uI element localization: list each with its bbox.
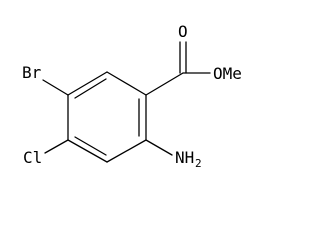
chlorine-substituent: Cl bbox=[23, 139, 69, 167]
ring-bond-c6-c1 bbox=[106, 71, 147, 96]
carbonyl-oxygen-label: O bbox=[178, 22, 188, 41]
ring-inner-double-bond bbox=[74, 78, 107, 99]
bond-ring-carbonyl bbox=[145, 72, 184, 96]
bromine-label: Br bbox=[22, 63, 42, 82]
ring-bond-c3-c4 bbox=[67, 139, 108, 163]
bromine-substituent: Br bbox=[22, 63, 69, 96]
ring-bond-c2-c3 bbox=[106, 139, 147, 163]
benzene-ring bbox=[67, 71, 147, 163]
chlorine-label: Cl bbox=[23, 148, 42, 167]
bond-ring-chlorine bbox=[44, 139, 69, 154]
ring-bond-c5-c6 bbox=[67, 71, 108, 96]
amino-subscript-label: 2 bbox=[195, 157, 202, 170]
amino-nh-label: NH bbox=[175, 148, 194, 167]
bond-ring-amino bbox=[145, 139, 173, 156]
ester-ome-label: OMe bbox=[213, 64, 242, 83]
ring-inner-double-bond bbox=[74, 136, 107, 156]
bond-ring-bromine bbox=[42, 79, 69, 96]
amino-substituent: NH 2 bbox=[145, 139, 202, 170]
ester-group: O OMe bbox=[145, 22, 242, 96]
molecule-diagram: O OMe Br Cl NH 2 bbox=[22, 22, 242, 170]
